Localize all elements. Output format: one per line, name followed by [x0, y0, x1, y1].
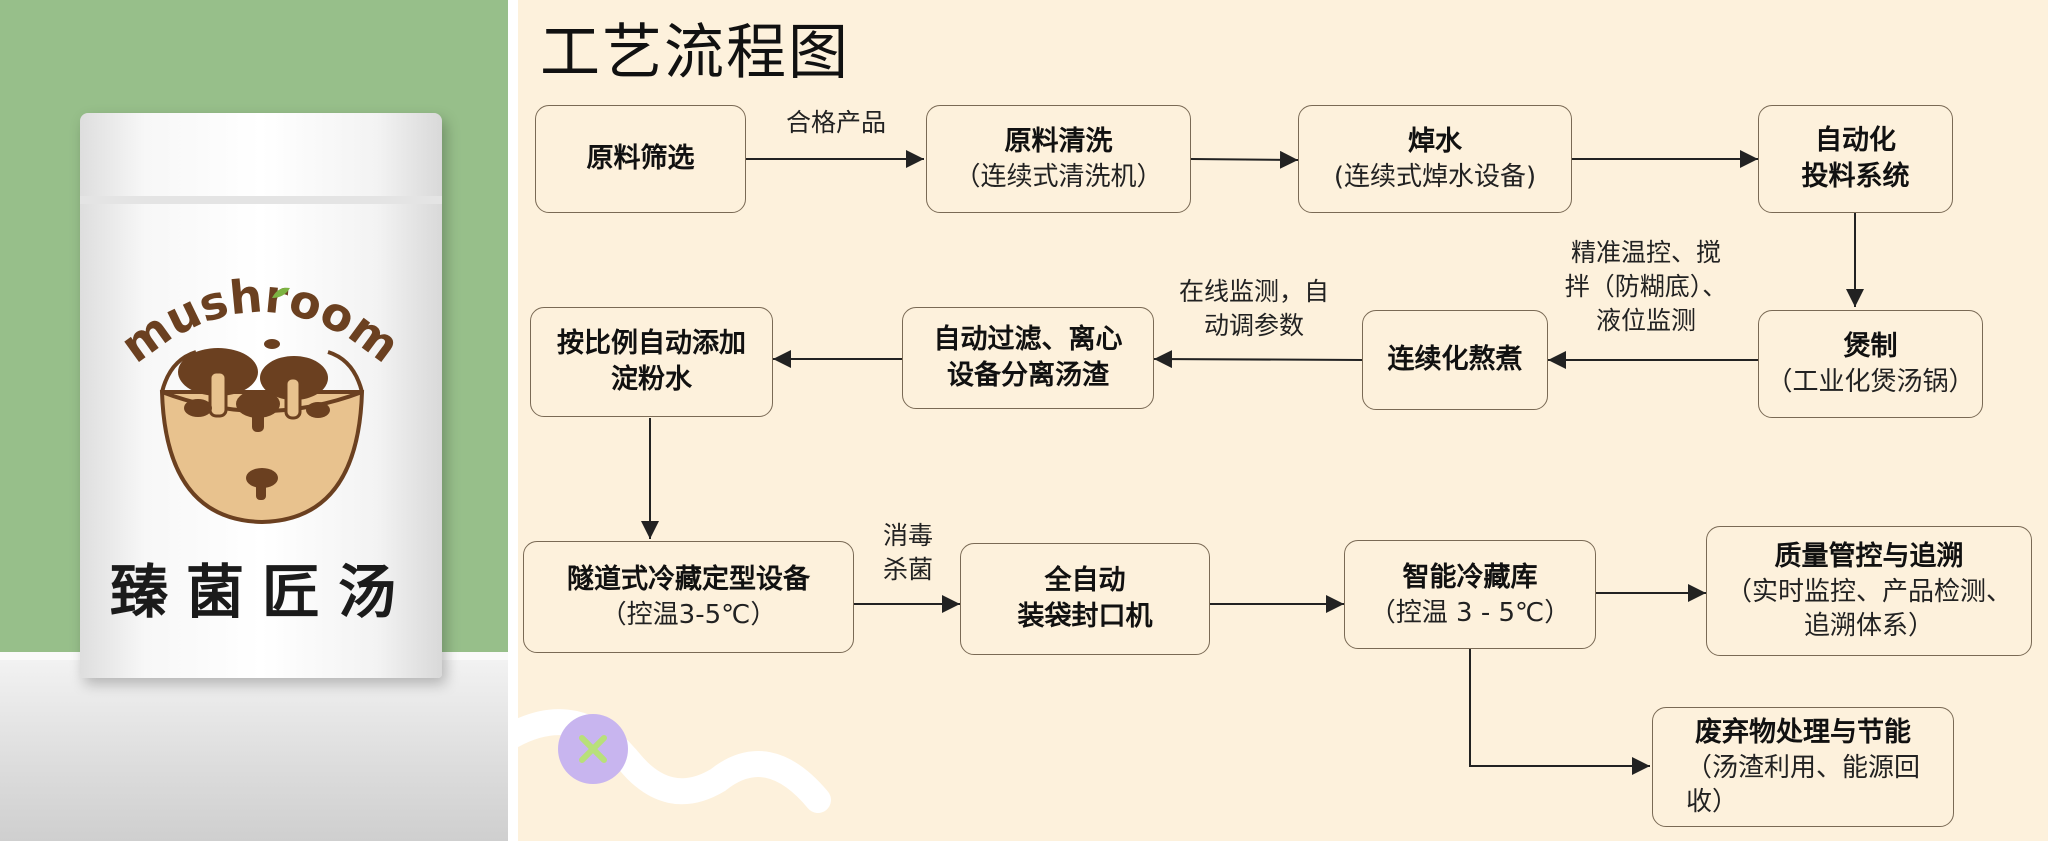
node-blanch: 焯水 (连续式焯水设备)	[1298, 105, 1572, 213]
mushroom-icon	[178, 339, 330, 500]
flow-connectors	[518, 150, 1864, 813]
node-title: 原料筛选	[586, 143, 695, 174]
arrow-boil-to-filter	[1153, 350, 1363, 369]
label-qualified: 合格产品	[785, 108, 886, 137]
node-title: 连续化熬煮	[1387, 344, 1523, 375]
node-title: 焯水	[1408, 126, 1462, 157]
node-cold-storage: 智能冷藏库 （控温 3 - 5℃）	[1344, 540, 1596, 649]
node-title: 质量管控与追溯	[1774, 541, 1964, 572]
bowl-icon	[159, 390, 365, 525]
node-subtitle: （实时监控、产品检测、 追溯体系）	[1725, 577, 2012, 641]
node-title: 煲制	[1843, 331, 1898, 362]
node-subtitle: (连续式焯水设备)	[1333, 162, 1537, 192]
decorative-cross-icon	[579, 735, 607, 763]
node-filter: 自动过滤、离心 设备分离汤渣	[902, 307, 1154, 409]
product-logo: mushroom 臻菌匠汤	[110, 268, 414, 626]
node-raw-wash: 原料清洗 （连续式清洗机）	[926, 105, 1191, 213]
node-subtitle: （工业化煲汤锅）	[1766, 367, 1975, 397]
node-stew: 煲制 （工业化煲汤锅）	[1758, 310, 1983, 418]
label-online-monitor: 在线监测，自 动调参数	[1178, 277, 1329, 340]
node-raw-screen: 原料筛选	[535, 105, 746, 213]
node-title: 自动过滤、离心 设备分离汤渣	[933, 324, 1123, 391]
node-title: 自动化 投料系统	[1801, 125, 1910, 192]
node-title: 智能冷藏库	[1402, 561, 1538, 593]
label-disinfect: 消毒 杀菌	[882, 521, 933, 584]
node-title: 废弃物处理与节能	[1695, 717, 1911, 748]
node-continuous-boil: 连续化熬煮	[1362, 310, 1548, 410]
brand-word: mushroom	[111, 268, 410, 373]
panel-divider	[508, 0, 518, 841]
node-title: 隧道式冷藏定型设备	[567, 564, 810, 595]
node-waste-energy: 废弃物处理与节能 （汤渣利用、能源回 收）	[1652, 707, 1954, 827]
node-tunnel-cooling: 隧道式冷藏定型设备 （控温3-5℃）	[523, 541, 854, 653]
node-title: 原料清洗	[1004, 126, 1113, 157]
arrow-wash-to-blanch	[1190, 150, 1299, 169]
process-flowchart: 工艺流程图 原料筛选 合格产品 原料清洗	[518, 0, 2048, 841]
node-auto-feed: 自动化 投料系统	[1758, 105, 1953, 213]
label-temp-control: 精准温控、搅 拌（防糊底）、 液位监测	[1564, 238, 1728, 335]
node-bagging: 全自动 装袋封口机	[960, 543, 1210, 655]
arrow-coldstore-to-waste	[1469, 649, 1650, 775]
node-subtitle: （控温3-5℃）	[600, 600, 777, 630]
pouch-zipper	[80, 196, 442, 204]
leaf-icon	[272, 287, 290, 298]
node-starch: 按比例自动添加 淀粉水	[530, 307, 773, 417]
node-subtitle: （连续式清洗机）	[954, 162, 1163, 192]
product-name: 臻菌匠汤	[110, 558, 414, 626]
pedestal	[0, 660, 508, 841]
node-title: 全自动 装袋封口机	[1017, 565, 1153, 632]
product-image-panel: mushroom 臻菌匠汤	[0, 0, 508, 841]
node-title: 按比例自动添加 淀粉水	[557, 328, 746, 395]
node-quality-control: 质量管控与追溯 （实时监控、产品检测、 追溯体系）	[1706, 526, 2032, 656]
page-title: 工艺流程图	[540, 18, 850, 88]
node-subtitle: （汤渣利用、能源回 收）	[1685, 753, 1920, 817]
node-subtitle: （控温 3 - 5℃）	[1369, 597, 1571, 628]
